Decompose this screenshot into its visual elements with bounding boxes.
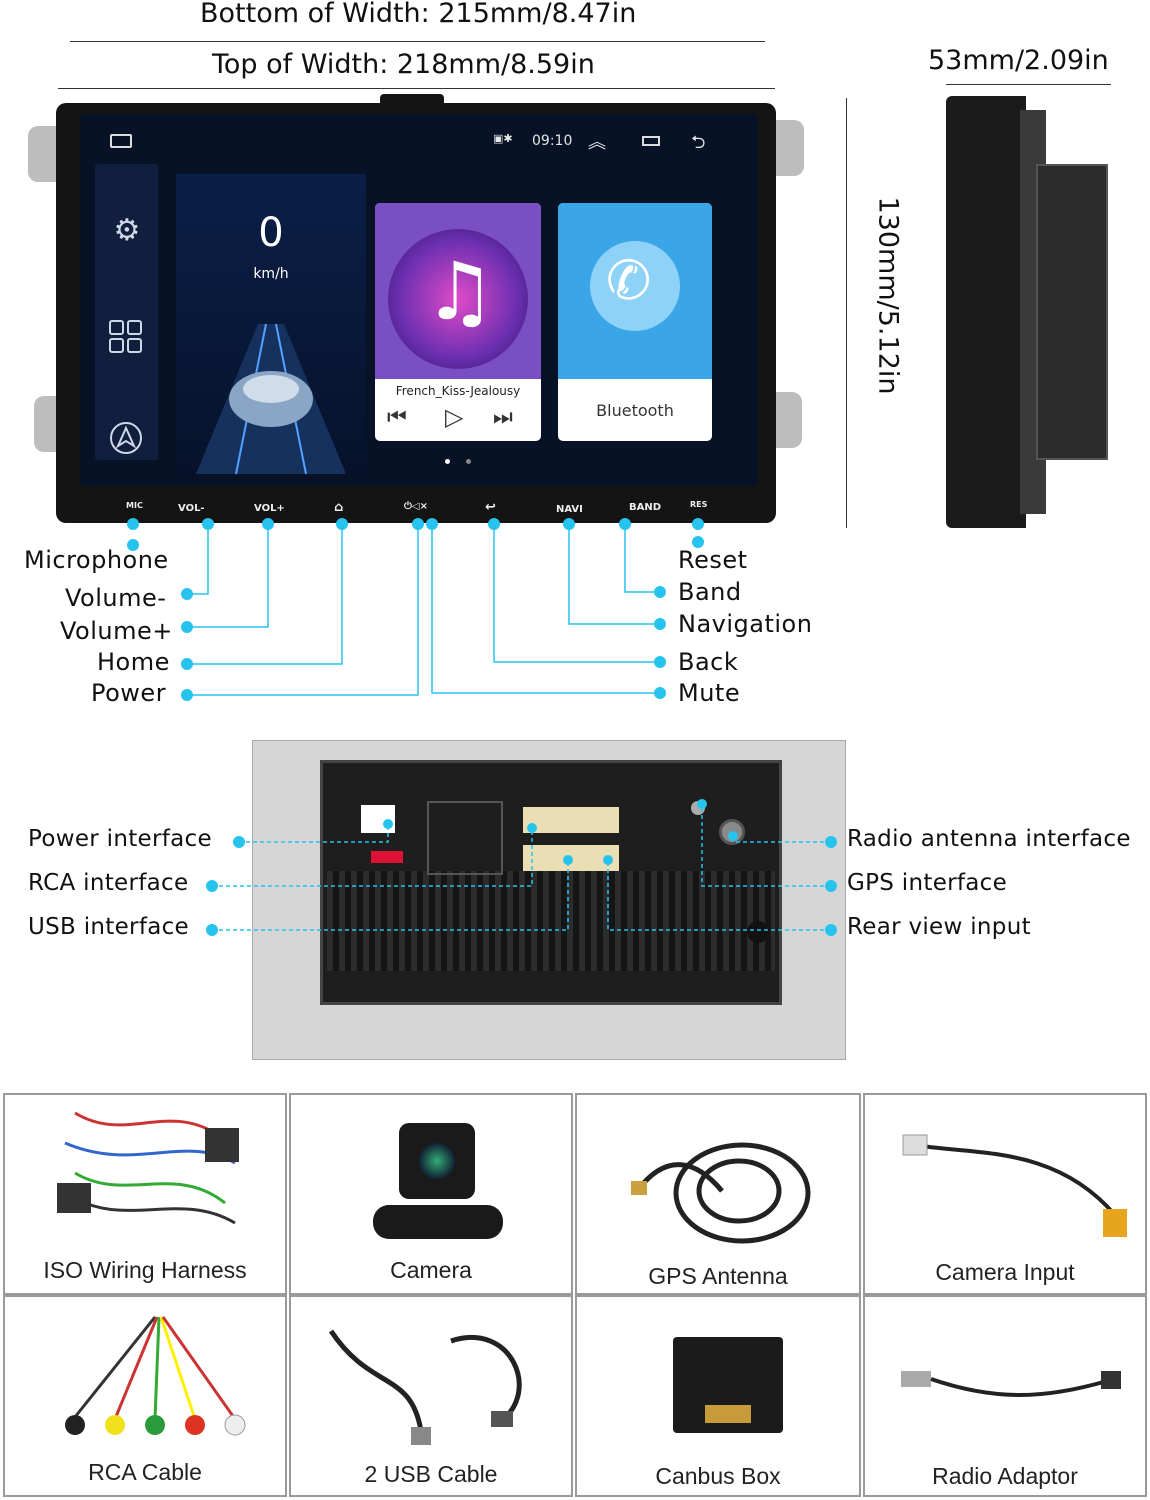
mic-label: MIC [126,501,143,510]
rca-connector [523,807,619,833]
band-button[interactable]: BAND [629,502,662,513]
navigation-compass-icon[interactable] [108,420,144,456]
accessory-label: Radio Adaptor [932,1463,1078,1489]
callout-power-interface: Power interface [28,826,212,852]
bluetooth-circle [590,241,680,331]
fuse [371,851,403,863]
music-player-tile[interactable]: ♫ French_Kiss-Jealousy ⏮ ▷ ⏭ [375,203,541,441]
side-view-chassis [1036,164,1108,460]
callout-rear-view-input: Rear view input [847,914,1031,940]
accessory-label: Canbus Box [655,1463,781,1489]
bottom-width-line [70,41,765,42]
back-button[interactable]: ↩ [485,500,496,515]
callout-rca-interface: RCA interface [28,870,189,896]
music-disc [388,229,528,369]
settings-gear-icon[interactable]: ⚙ [113,213,141,248]
touch-screen[interactable]: ▣✱ 09:10 ︽ ⮌ ⚙ 0 km/h ♫ French_Kiss-Jeal… [80,114,758,486]
vol-down-button[interactable]: VOL- [178,503,205,514]
rear-view-port [747,921,769,943]
accessory-gps-antenna: GPS Antenna [575,1093,861,1295]
page-dot [466,459,471,464]
clock: 09:10 [532,133,573,149]
accessory-label: RCA Cable [88,1459,202,1485]
rear-callout-lines [206,799,837,936]
bottom-width-label: Bottom of Width: 215mm/8.47in [200,0,637,29]
accessory-label: 2 USB Cable [364,1461,498,1487]
rear-port-block [427,801,503,875]
speed-unit: km/h [253,266,289,282]
bluetooth-status-icon: ▣✱ [493,132,513,145]
apps-grid-icon[interactable] [108,319,144,355]
front-callout-lines [127,518,704,701]
bezel-clip [380,94,444,108]
bluetooth-label: Bluetooth [596,401,674,420]
accessory-canbus-box: Canbus Box [575,1295,861,1497]
accessory-label: Camera Input [935,1259,1075,1285]
speed-widget[interactable]: 0 km/h [176,174,366,474]
bluetooth-phone-icon: ✆ [606,249,652,312]
accessory-rca-cable: RCA Cable [3,1295,287,1497]
callout-gps-interface: GPS interface [847,870,1008,896]
panel-button-strip: MIC VOL- VOL+ ⌂ ⏻◁× ↩ NAVI BAND RES [120,497,720,519]
callout-reset: Reset [678,546,748,574]
callout-usb-interface: USB interface [28,914,190,940]
track-title: French_Kiss-Jealousy [395,384,521,398]
top-width-line [58,88,775,89]
next-track-icon[interactable]: ⏭ [493,405,513,430]
home-button[interactable]: ⌂ [334,500,344,515]
accessory-camera: Camera [289,1093,573,1295]
callout-home: Home [97,648,170,676]
home-nav-icon[interactable] [110,134,132,148]
callout-back: Back [678,648,739,676]
height-line [846,98,847,528]
previous-track-icon[interactable]: ⏮ [387,405,407,430]
power-mute-button[interactable]: ⏻◁× [404,501,428,512]
accessory-label: Camera [390,1257,472,1283]
top-width-label: Top of Width: 218mm/8.59in [212,49,595,80]
callout-band: Band [678,578,742,606]
accessory-camera-input: Camera Input [863,1093,1147,1295]
callout-microphone: Microphone [24,546,169,574]
accessory-label: GPS Antenna [648,1263,788,1289]
up-arrow-icon[interactable]: ︽ [588,132,606,153]
accessory-iso-harness: ISO Wiring Harness [3,1093,287,1295]
callout-radio-antenna: Radio antenna interface [847,826,1131,852]
callout-navigation: Navigation [678,610,813,638]
callout-power: Power [91,679,167,707]
back-nav-icon[interactable]: ⮌ [691,132,706,153]
accessory-usb-cable: 2 USB Cable [289,1295,573,1497]
callout-volume-up: Volume+ [60,617,173,645]
navi-button[interactable]: NAVI [556,504,583,515]
music-note-icon: ♫ [424,245,496,338]
play-icon[interactable]: ▷ [445,403,464,431]
vol-up-button[interactable]: VOL+ [254,503,285,514]
accessory-label: ISO Wiring Harness [43,1257,247,1283]
left-dock [95,164,158,460]
callout-mute: Mute [678,679,741,707]
depth-line [946,84,1111,85]
recent-apps-icon[interactable] [642,136,660,146]
radio-antenna-port [719,819,745,845]
bluetooth-tile[interactable]: ✆ Bluetooth [558,203,712,441]
side-view-unit [946,96,1046,528]
callout-volume-down: Volume- [65,584,167,612]
speed-value: 0 [258,210,284,256]
accessory-radio-adaptor: Radio Adaptor [863,1295,1147,1497]
depth-label: 53mm/2.09in [928,45,1109,76]
reset-button[interactable]: RES [690,500,708,509]
page-dot-active [445,459,450,464]
